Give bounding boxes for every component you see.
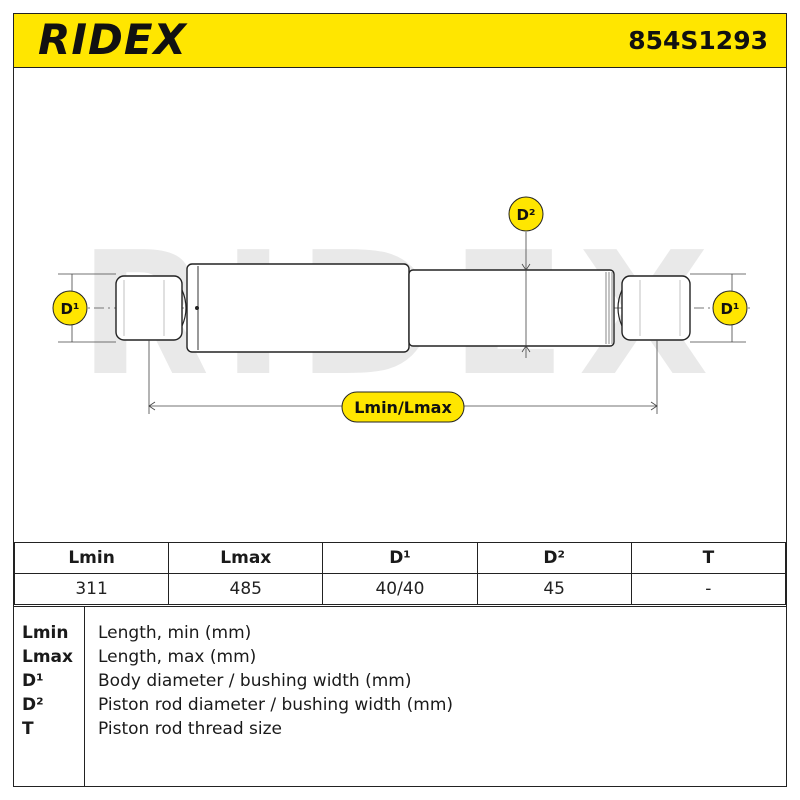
legend-desc: Length, max (mm) [98,647,257,667]
spec-header-row: Lmin Lmax D¹ D² T [13,542,787,574]
d2-label: D² [516,206,535,224]
col-lmax: Lmax [168,542,324,574]
body-cylinder [186,263,410,353]
col-d1: D¹ [322,542,478,574]
length-label: Lmin/Lmax [354,398,452,417]
page-frame [13,13,787,787]
val-t: - [630,573,787,605]
legend-key: Lmax [22,647,73,667]
val-lmin: 311 [13,573,170,605]
val-d2: 45 [476,573,632,605]
legend-desc: Piston rod diameter / bushing width (mm) [98,695,454,715]
d2-dimension [521,232,531,358]
val-lmax: 485 [168,573,324,605]
legend-desc: Body diameter / bushing width (mm) [98,671,412,691]
header-bar: RIDEX 854S1293 [14,14,786,68]
d2-badge [508,196,544,232]
d1-right-badge [712,290,748,326]
col-d2: D² [476,542,632,574]
legend-key: Lmin [22,623,69,643]
shock-absorber-drawing: RIDEX D¹ D¹ D² [52,196,754,423]
right-bushing [621,275,691,341]
legend-descriptions: Length, min (mm) Length, max (mm) Body d… [98,621,453,741]
d1-left-badge [52,290,88,326]
piston-rod [408,269,615,347]
legend-section: Lmin Lmax D¹ D² T Length, min (mm) Lengt… [14,606,786,787]
left-bushing [115,275,183,341]
col-lmin: Lmin [13,542,170,574]
legend-desc: Length, min (mm) [98,623,252,643]
legend-keys: Lmin Lmax D¹ D² T [22,621,73,741]
part-number: 854S1293 [628,26,768,55]
spec-value-row: 311 485 40/40 45 - [13,573,787,605]
d1-left-label: D¹ [60,300,79,318]
brand-logo: RIDEX [38,15,187,64]
length-badge [341,391,465,423]
legend-key: D¹ [22,671,44,691]
d1-right-label: D¹ [720,300,739,318]
legend-key: T [22,719,34,739]
legend-desc: Piston rod thread size [98,719,283,739]
legend-divider [84,607,85,787]
spec-table: Lmin Lmax D¹ D² T 311 485 40/40 45 - [13,542,787,605]
right-neck [617,289,623,327]
col-t: T [630,542,787,574]
left-neck [181,289,187,327]
val-d1: 40/40 [322,573,478,605]
rod-hatching [605,272,613,344]
legend-key: D² [22,695,44,715]
